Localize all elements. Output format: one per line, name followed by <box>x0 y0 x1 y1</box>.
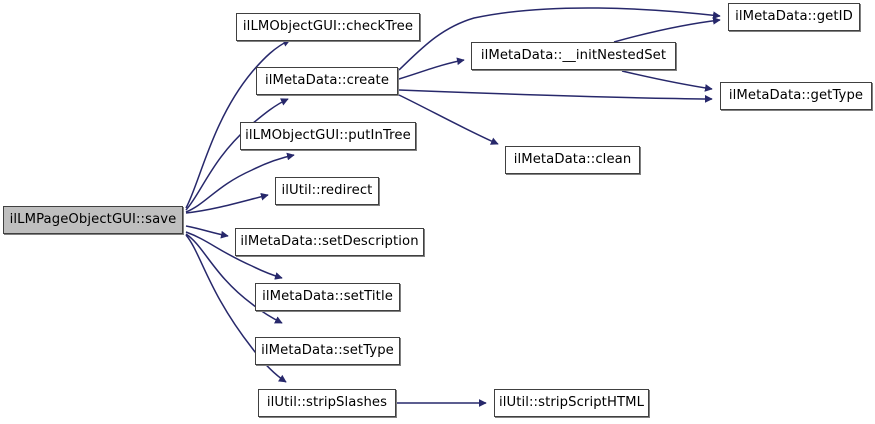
edge-save-setDescription <box>185 225 229 239</box>
node-ilMetaData-setDescription[interactable]: ilMetaData::setDescription <box>235 228 424 256</box>
node-label: ilUtil::redirect <box>281 183 373 199</box>
node-ilUtil-stripSlashes[interactable]: ilUtil::stripSlashes <box>258 389 396 417</box>
node-ilLMObjectGUI-checkTree[interactable]: ilLMObjectGUI::checkTree <box>236 13 420 41</box>
edge-initNestedSet-getType <box>621 70 713 92</box>
edge-save-create <box>185 98 289 211</box>
node-label: ilMetaData::getID <box>735 9 853 25</box>
edge-create-initNestedSet <box>398 57 465 80</box>
node-ilMetaData-clean[interactable]: ilMetaData::clean <box>505 146 640 174</box>
edge-create-getType <box>398 89 713 103</box>
node-label: ilMetaData::getType <box>728 88 864 104</box>
node-label: ilMetaData::setType <box>261 343 394 359</box>
node-label: ilMetaData::__initNestedSet <box>480 48 667 64</box>
node-ilLMPageObjectGUI-save[interactable]: ilLMPageObjectGUI::save <box>3 206 183 234</box>
node-ilMetaData-getType[interactable]: ilMetaData::getType <box>720 82 872 110</box>
node-ilMetaData-initNestedSet[interactable]: ilMetaData::__initNestedSet <box>471 42 676 70</box>
node-label: ilLMObjectGUI::checkTree <box>242 19 414 35</box>
node-label: ilLMObjectGUI::putInTree <box>245 128 411 144</box>
node-ilMetaData-setType[interactable]: ilMetaData::setType <box>255 337 400 365</box>
node-ilUtil-redirect[interactable]: ilUtil::redirect <box>275 177 379 205</box>
node-label: ilMetaData::setDescription <box>240 234 419 250</box>
node-label: ilLMPageObjectGUI::save <box>9 212 177 228</box>
node-ilLMObjectGUI-putInTree[interactable]: ilLMObjectGUI::putInTree <box>240 122 416 150</box>
node-label: ilMetaData::clean <box>513 152 632 168</box>
node-ilUtil-stripScriptHTML[interactable]: ilUtil::stripScriptHTML <box>494 389 649 417</box>
node-label: ilMetaData::setTitle <box>262 289 393 305</box>
node-ilMetaData-create[interactable]: ilMetaData::create <box>256 67 398 95</box>
edge-save-redirect <box>185 192 269 214</box>
node-ilMetaData-setTitle[interactable]: ilMetaData::setTitle <box>255 283 400 311</box>
node-ilMetaData-getID[interactable]: ilMetaData::getID <box>728 3 860 31</box>
node-label: ilUtil::stripScriptHTML <box>498 395 645 411</box>
node-label: ilMetaData::create <box>264 73 390 89</box>
edge-initNestedSet-getID <box>613 16 721 43</box>
node-label: ilUtil::stripSlashes <box>266 395 388 411</box>
